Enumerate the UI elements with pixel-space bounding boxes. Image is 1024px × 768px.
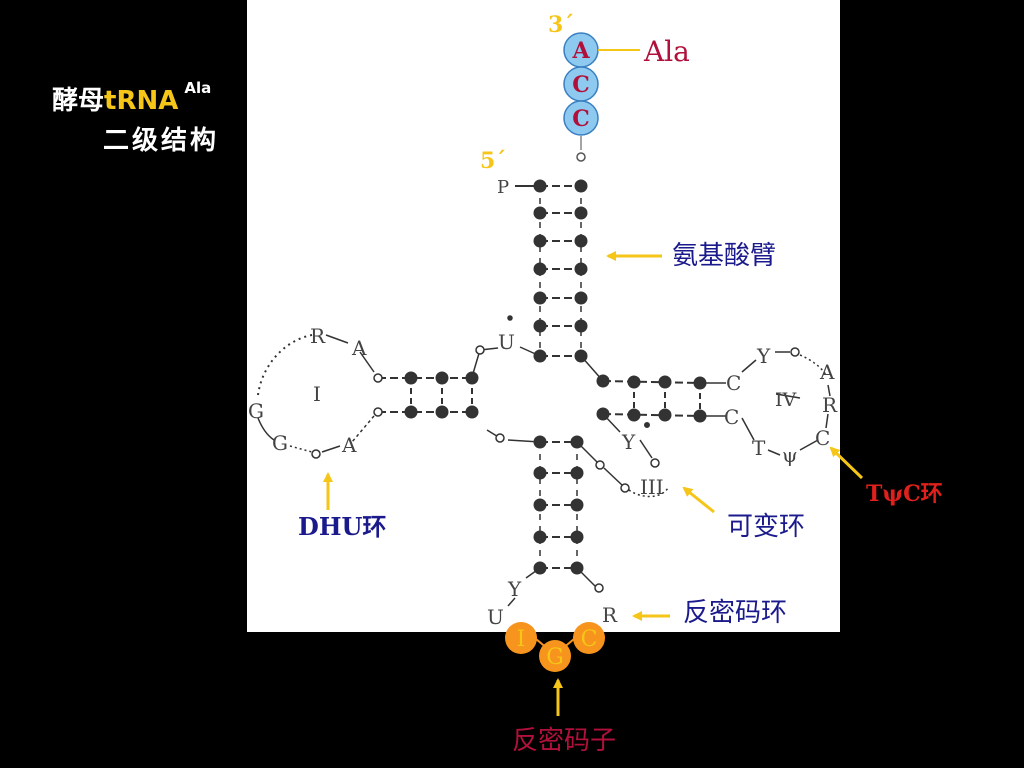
anticodon-label: 反密码子 (512, 726, 616, 756)
anticodon-stem (486, 429, 604, 607)
annotation-arrows (323, 251, 864, 716)
junction-u-label: U (498, 330, 515, 354)
dhu-loop-label: DHU环 (298, 512, 386, 541)
tpsic-letter-y: Y (756, 344, 771, 368)
acc-c-label-1: C (572, 72, 590, 98)
tpsic-letter-c2: C (724, 405, 739, 429)
tpsic-letter-psi: ψ (782, 443, 798, 467)
tpsic-letter-c3: C (815, 426, 830, 450)
anticodon-c-label: C (581, 627, 598, 652)
variable-loop (576, 439, 669, 498)
dhu-letter-a1: A (351, 336, 367, 360)
dhu-arm (257, 334, 479, 459)
anticodon-letter-y: Y (507, 577, 522, 601)
tpsic-letter-c1: C (726, 371, 741, 395)
tpsic-loop-label: TψC环 (866, 481, 943, 507)
acc-c-label-2: C (572, 106, 590, 132)
dhu-letter-g2: G (272, 431, 288, 455)
acceptor-stem (515, 179, 588, 363)
variable-loop-label: 可变环 (727, 512, 805, 542)
tpsic-arm (596, 347, 831, 456)
loop-numeral-4: IV (775, 389, 797, 411)
tpsic-letter-a: A (819, 360, 835, 384)
tpsic-loop-arrow (829, 446, 864, 480)
anticodon-letter-r: R (602, 603, 618, 627)
anticodon-circles: I G C (505, 622, 605, 672)
anticodon-i-label: I (517, 627, 526, 652)
five-prime-label: 5´ (480, 148, 506, 174)
diagram-panel (247, 0, 840, 632)
dhu-letter-a2: A (341, 433, 357, 457)
amino-acid-label: Ala (643, 35, 690, 68)
tpsic-letter-r: R (822, 393, 838, 417)
anticodon-i-circle (505, 622, 537, 654)
variable-loop-arrow (682, 486, 715, 514)
acceptor-arm-label: 氨基酸臂 (672, 241, 776, 271)
acc-a-label: A (571, 38, 590, 64)
loop-numeral-3: III (640, 475, 664, 499)
anticodon-g-label: G (546, 645, 564, 670)
anticodon-loop-label: 反密码环 (683, 598, 787, 628)
dhu-letter-g1: G (248, 399, 264, 423)
title-line-2: 二级结构 (103, 126, 220, 156)
anticodon-c-circle (573, 622, 605, 654)
tpsic-letter-t: T (752, 436, 766, 460)
phosphate-label: P (497, 177, 509, 198)
three-prime-label: 3´ (548, 12, 574, 38)
dhu-letter-r: R (310, 324, 326, 348)
variable-letter-y: Y (621, 430, 636, 454)
acc-c-circle-2 (563, 100, 599, 136)
acc-end: A C C (563, 32, 640, 162)
anticodon-g-circle (539, 640, 571, 672)
anticodon-letter-u: U (487, 605, 504, 629)
loop-numeral-1: I (313, 382, 321, 406)
